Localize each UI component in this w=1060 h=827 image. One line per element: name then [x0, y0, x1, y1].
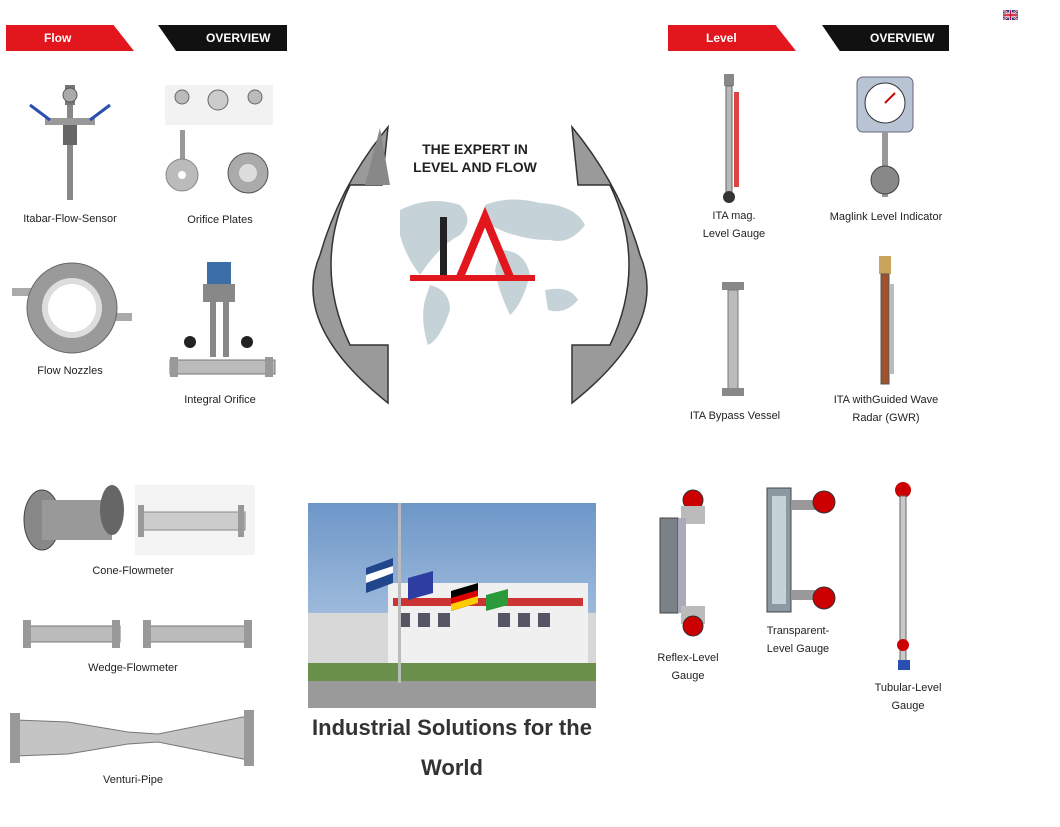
level-tag-label: Level: [706, 31, 737, 45]
reflex-label-line-1: Reflex-Level: [657, 652, 719, 664]
wedge-flowmeter-label[interactable]: Wedge-Flowmeter: [88, 662, 178, 674]
flow-overview-label: OVERVIEW: [206, 31, 271, 45]
reflex-level-gauge-image[interactable]: [655, 488, 720, 638]
headline: Industrial Solutions for the World: [290, 708, 614, 788]
slogan: THE EXPERT IN LEVEL AND FLOW: [390, 140, 560, 176]
tubular-label-line-2: Gauge: [891, 700, 925, 712]
headline-line-1: Industrial Solutions for the: [312, 715, 592, 740]
gwr-label-line-2: Radar (GWR): [852, 412, 920, 424]
cone-flowmeter-image[interactable]: [20, 480, 255, 560]
cone-flowmeter-label[interactable]: Cone-Flowmeter: [92, 565, 174, 577]
ita-mag-label-line-1: ITA mag.: [712, 210, 756, 222]
flow-nozzles-image[interactable]: [12, 258, 132, 358]
slogan-line-2: LEVEL AND FLOW: [413, 159, 537, 175]
transparent-label[interactable]: Transparent- Level Gauge: [758, 622, 838, 658]
venturi-pipe-label[interactable]: Venturi-Pipe: [103, 774, 163, 786]
tubular-label[interactable]: Tubular-Level Gauge: [866, 679, 950, 715]
venturi-pipe-image[interactable]: [8, 708, 258, 768]
maglink-level-indicator-image[interactable]: [855, 75, 915, 205]
transparent-label-line-1: Transparent-: [766, 625, 830, 637]
reflex-label[interactable]: Reflex-Level Gauge: [648, 649, 728, 685]
gwr-label-line-1: ITA withGuided Wave: [833, 394, 939, 406]
transparent-level-gauge-image[interactable]: [762, 486, 840, 616]
orifice-plates-label[interactable]: Orifice Plates: [187, 214, 253, 226]
ita-mag-label-line-2: Level Gauge: [702, 228, 766, 240]
tubular-label-line-1: Tubular-Level: [874, 682, 942, 694]
level-tag-link[interactable]: Level: [668, 25, 796, 51]
uk-flag-icon[interactable]: [1002, 7, 1019, 21]
flow-tag-label: Flow: [44, 31, 72, 45]
integral-orifice-image[interactable]: [165, 262, 280, 387]
maglink-label[interactable]: Maglink Level Indicator: [829, 211, 943, 223]
company-logo-graphic: [310, 124, 650, 405]
flow-tag-link[interactable]: Flow: [6, 25, 134, 51]
slogan-line-1: THE EXPERT IN: [422, 141, 528, 157]
flow-nozzles-label[interactable]: Flow Nozzles: [37, 365, 103, 377]
integral-orifice-label[interactable]: Integral Orifice: [184, 394, 256, 406]
ita-bypass-vessel-image[interactable]: [718, 280, 748, 400]
gwr-label[interactable]: ITA withGuided Wave Radar (GWR): [822, 391, 950, 427]
itabar-label[interactable]: Itabar-Flow-Sensor: [23, 213, 117, 225]
headquarters-photo: [308, 503, 596, 708]
ita-guided-wave-radar-image[interactable]: [870, 254, 900, 389]
ita-mag-level-gauge-image[interactable]: [712, 72, 752, 207]
orifice-plates-image[interactable]: [160, 75, 280, 205]
level-overview-label: OVERVIEW: [870, 31, 935, 45]
flow-overview-link[interactable]: OVERVIEW: [158, 25, 287, 51]
ita-mag-label[interactable]: ITA mag. Level Gauge: [694, 207, 774, 243]
reflex-label-line-2: Gauge: [671, 670, 705, 682]
tubular-level-gauge-image[interactable]: [888, 480, 918, 675]
wedge-flowmeter-image[interactable]: [20, 608, 255, 656]
headline-line-2: World: [421, 755, 483, 780]
level-overview-link[interactable]: OVERVIEW: [822, 25, 949, 51]
bypass-vessel-label[interactable]: ITA Bypass Vessel: [689, 410, 781, 422]
itabar-flow-sensor-image[interactable]: [25, 80, 115, 205]
transparent-label-line-2: Level Gauge: [766, 643, 830, 655]
